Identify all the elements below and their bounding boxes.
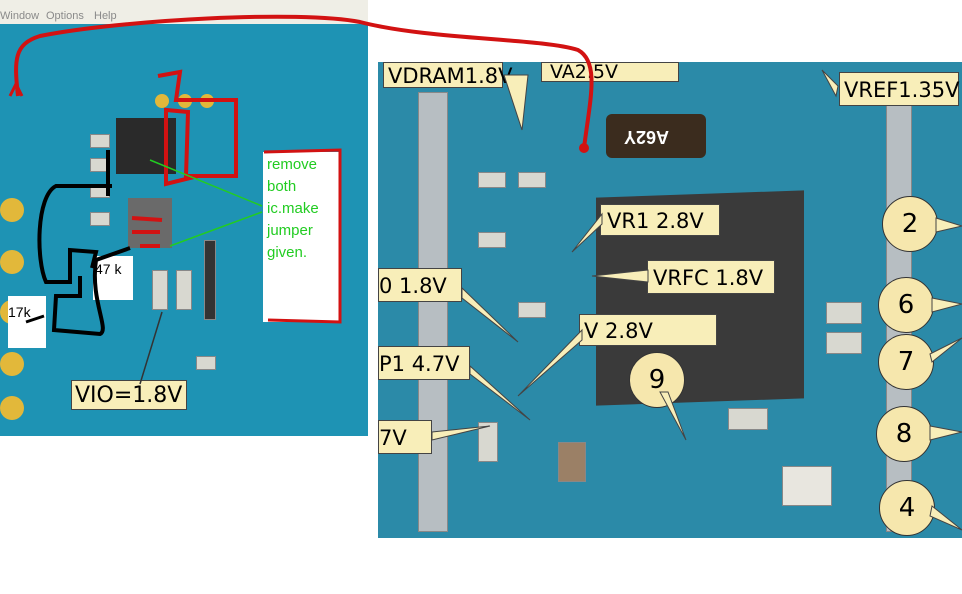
left-pcb-image: Window Options Help 47 k 17k VIO=1.8V re…: [0, 0, 368, 436]
crystal-chip: A62Y: [606, 114, 706, 158]
test-point-8: 8: [876, 406, 932, 462]
v0-leader: [461, 286, 519, 343]
capacitor: [558, 442, 586, 482]
test-point-9: 9: [629, 352, 685, 408]
vx-leader: [517, 328, 583, 397]
vdram-leader: [503, 74, 529, 131]
note-line: ic.make: [267, 200, 319, 217]
p14-label: P1 4.7V: [378, 346, 470, 380]
pad: [0, 396, 24, 420]
vio-label: VIO=1.8V: [71, 380, 187, 410]
pad: [0, 250, 24, 274]
test-point-7: 7: [878, 334, 934, 390]
note-line: jumper: [267, 222, 313, 239]
test-point-4-leader: [929, 505, 962, 531]
capacitor: [728, 408, 768, 430]
note-line: both: [267, 178, 297, 195]
red-frame: [263, 148, 342, 324]
red-jumper-wire: [14, 14, 594, 149]
arrow-icon: [8, 80, 24, 97]
jumper-dot: [579, 143, 589, 153]
capacitor: [826, 332, 862, 354]
vdram-label: VDRAM1.8V: [383, 62, 513, 88]
instruction-note: remove both ic.make jumper given.: [263, 152, 341, 322]
test-point-7-leader: [929, 337, 962, 363]
capacitor: [90, 212, 110, 226]
p14-leader: [469, 364, 531, 421]
red-trace: [157, 69, 238, 187]
capacitor: [478, 422, 498, 462]
capacitor: [478, 172, 506, 188]
test-point-9-leader: [659, 391, 687, 441]
capacitor: [478, 232, 506, 248]
menu-item-options[interactable]: Options: [46, 10, 84, 22]
vrfc-leader: [591, 269, 649, 283]
test-point-6: 6: [878, 277, 934, 333]
test-point-2: 2: [882, 196, 938, 252]
v7-leader: [431, 425, 491, 441]
resistor-column: [204, 240, 216, 320]
test-point-2-leader: [935, 217, 962, 233]
black-wire: [51, 246, 131, 337]
black-wire: [25, 314, 45, 324]
vref-label: VREF1.35V: [839, 72, 959, 106]
vio-leader: [139, 311, 163, 385]
shield-frame-left: [418, 92, 448, 532]
vr1-leader: [571, 212, 603, 253]
capacitor: [90, 134, 110, 148]
pad: [0, 198, 24, 222]
vr1-label: VR1 2.8V: [600, 204, 720, 236]
vx-label: V 2.8V: [579, 314, 717, 346]
green-leader: [149, 159, 263, 247]
test-point-6-leader: [931, 297, 962, 313]
right-pcb-image: A62Y: [378, 62, 962, 538]
va-label: VA2.5V: [541, 62, 679, 82]
capacitor: [518, 302, 546, 318]
crystal-oscillator: [782, 466, 832, 506]
capacitor: [826, 302, 862, 324]
note-line: remove: [267, 156, 318, 173]
pad: [155, 94, 169, 108]
v0-label: 0 1.8V: [378, 268, 462, 302]
note-line: given.: [267, 244, 308, 261]
capacitor: [152, 270, 168, 310]
resistor-47k-label: 47 k: [93, 256, 133, 300]
pad: [0, 352, 24, 376]
capacitor: [176, 270, 192, 310]
black-wire: [37, 150, 112, 284]
red-jumpers: [131, 216, 163, 248]
menu-bar: Window Options Help: [0, 0, 368, 24]
vref-leader: [821, 69, 839, 98]
menu-item-window[interactable]: Window: [0, 10, 40, 22]
menu-item-help[interactable]: Help: [94, 10, 117, 22]
capacitor: [196, 356, 216, 370]
ic-chip-removed: [128, 198, 172, 248]
capacitor: [518, 172, 546, 188]
test-point-8-leader: [929, 425, 962, 441]
vrfc-label: VRFC 1.8V: [647, 260, 775, 294]
